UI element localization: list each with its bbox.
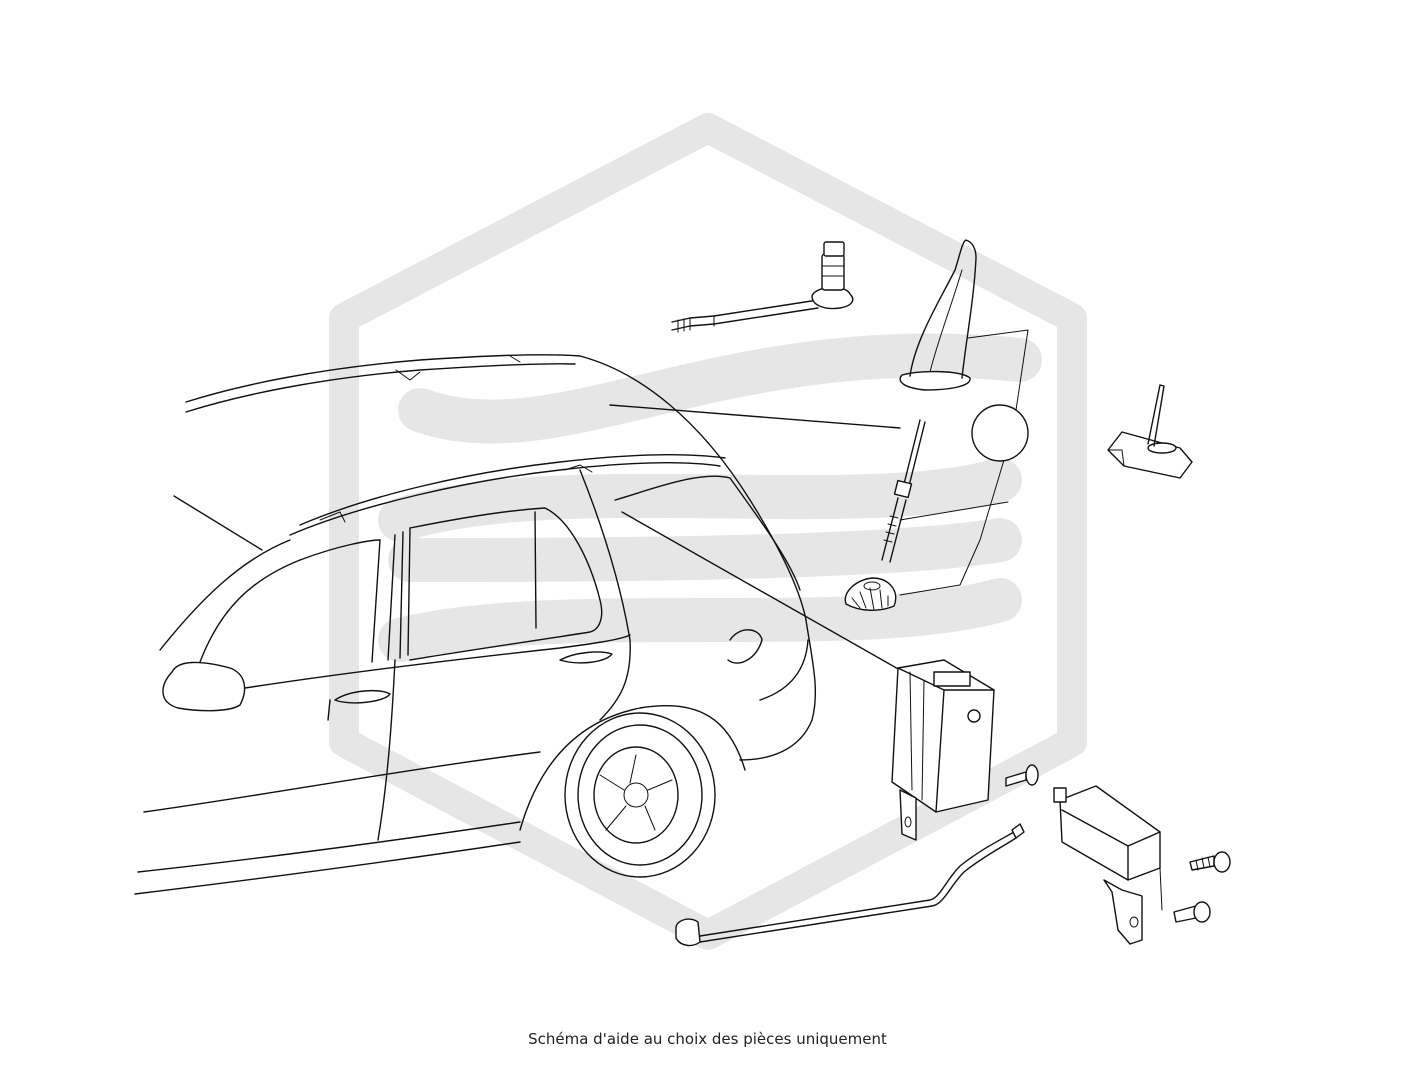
screw[interactable] — [1173, 901, 1211, 923]
stub-antenna[interactable] — [1107, 384, 1193, 479]
antenna-base-plug[interactable] — [671, 241, 854, 333]
antenna-rod[interactable] — [881, 419, 926, 563]
diagram-caption: Schéma d'aide au choix des pièces unique… — [528, 1030, 887, 1048]
control-unit-with-bracket[interactable] — [1053, 785, 1163, 945]
antenna-amplifier-module[interactable] — [891, 659, 995, 841]
screw[interactable] — [1005, 764, 1039, 787]
detail-circle — [971, 404, 1029, 462]
vehicle-outline — [134, 354, 901, 895]
antenna-grommet[interactable] — [844, 577, 897, 611]
roof-antenna-fin[interactable] — [899, 239, 977, 391]
antenna-cable[interactable] — [675, 823, 1025, 947]
leader-lines — [899, 329, 1029, 596]
screw[interactable] — [1189, 851, 1231, 873]
watermark-logo — [329, 113, 1087, 950]
